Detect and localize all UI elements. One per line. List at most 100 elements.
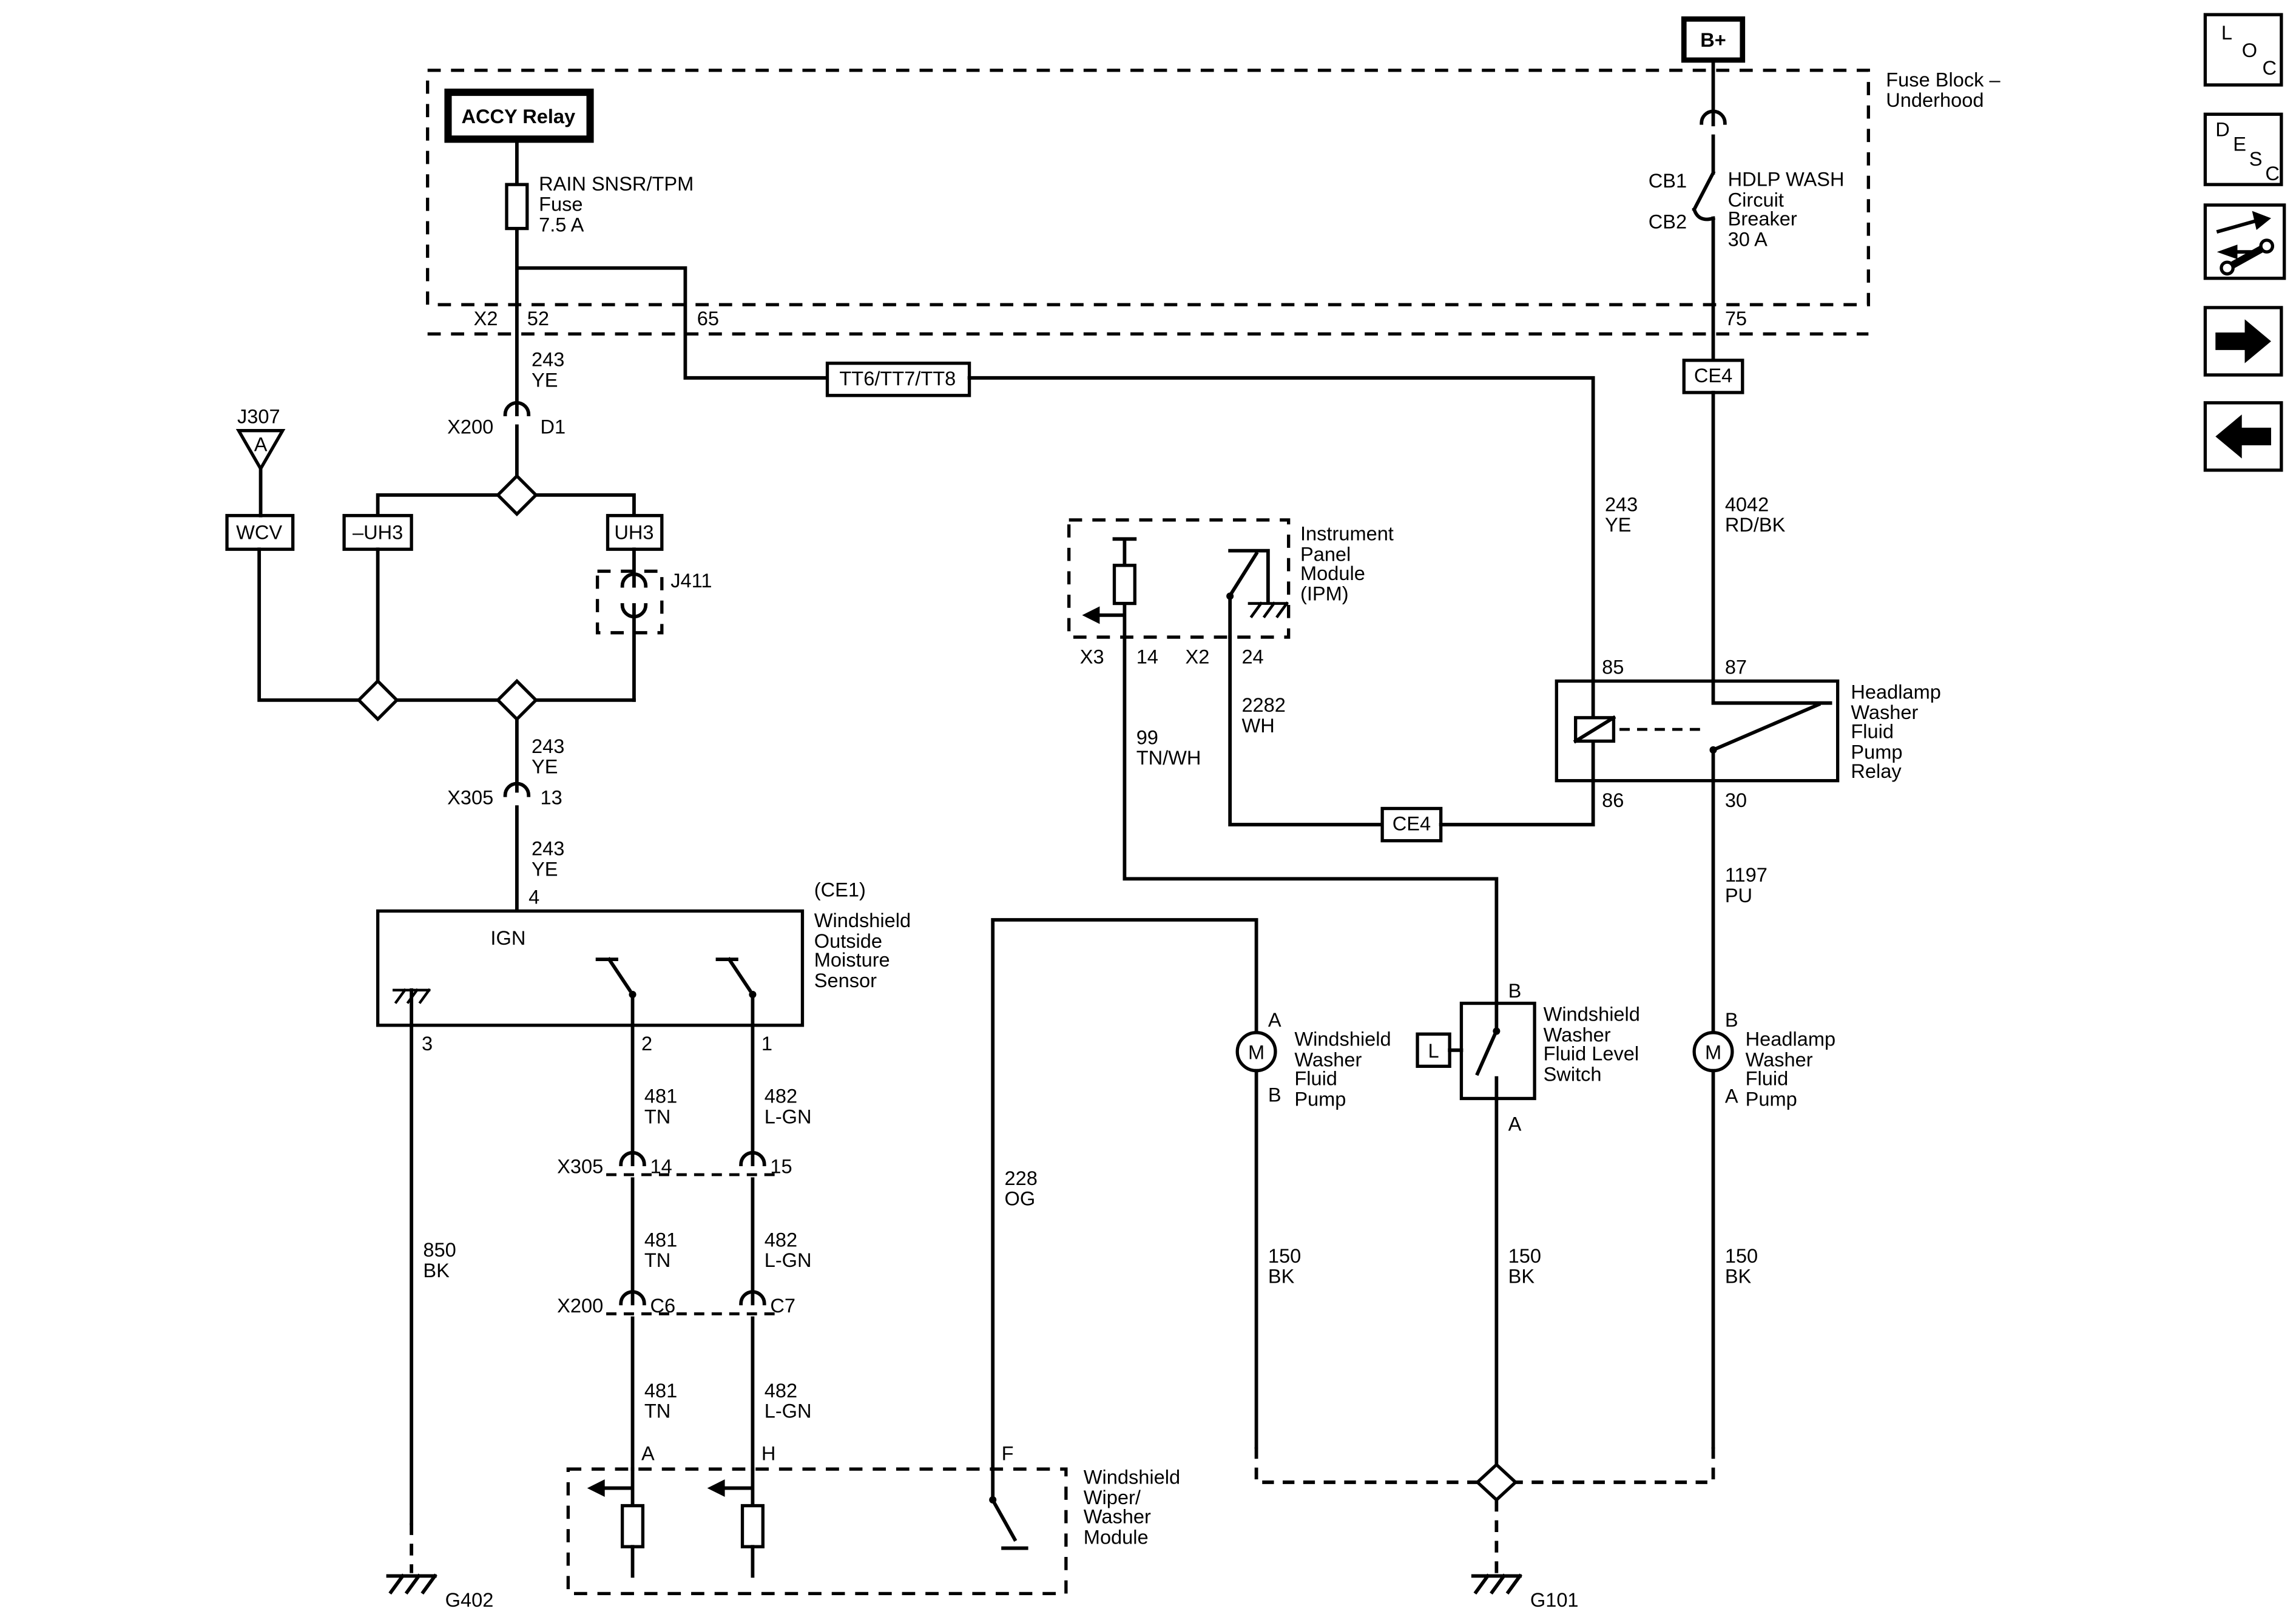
pin-87: 87 bbox=[1725, 656, 1747, 678]
pin-30: 30 bbox=[1725, 789, 1747, 811]
pin-a: A bbox=[641, 1443, 655, 1465]
sidebar-nav: L O C D E S C bbox=[2203, 13, 2286, 472]
level-switch-label: Fluid Level bbox=[1544, 1043, 1639, 1065]
washer-pump-label: Washer bbox=[1294, 1048, 1362, 1070]
pin-14: 14 bbox=[650, 1156, 672, 1178]
wire-228-og: 228 OG bbox=[991, 918, 1258, 1471]
connector-x200-d1-symbol bbox=[503, 401, 531, 417]
wire-label: TN bbox=[644, 1249, 670, 1271]
rain-fuse-label: RAIN SNSR/TPM bbox=[539, 173, 694, 195]
splice-diamond bbox=[1475, 1462, 1518, 1502]
wire-99-tnwh bbox=[1123, 635, 1499, 1005]
branch-wires bbox=[376, 493, 636, 518]
ipm-label: Module bbox=[1300, 562, 1365, 584]
wiper-module-label: Module bbox=[1084, 1526, 1149, 1548]
next-button[interactable] bbox=[2203, 306, 2283, 377]
desc-letter: C bbox=[2265, 163, 2280, 184]
relay-label: Relay bbox=[1851, 760, 1902, 782]
motor-m: M bbox=[1248, 1041, 1264, 1063]
wire-label: 243 bbox=[532, 348, 564, 370]
wire-label: 481 bbox=[644, 1380, 677, 1402]
headlamp-pump-label: Pump bbox=[1746, 1089, 1797, 1110]
splice-diamond bbox=[356, 678, 399, 722]
motor-m: M bbox=[1705, 1041, 1721, 1063]
level-switch-symbol bbox=[1475, 1001, 1501, 1101]
breaker-label: HDLP WASH bbox=[1728, 169, 1845, 191]
ce4-top-label: CE4 bbox=[1694, 365, 1732, 387]
back-button[interactable] bbox=[2203, 401, 2283, 472]
moisture-sensor-box bbox=[376, 909, 805, 1027]
connector-x3-label: X3 bbox=[1080, 646, 1104, 668]
wire-label: 243 bbox=[532, 735, 564, 757]
connector-x200-row-symbol bbox=[619, 1290, 766, 1306]
loc-letter: C bbox=[2262, 57, 2277, 79]
connector-x2-label: X2 bbox=[1186, 646, 1210, 668]
ign-label: IGN bbox=[490, 927, 525, 949]
headlamp-pump-label: Fluid bbox=[1746, 1068, 1789, 1090]
pin-52: 52 bbox=[527, 308, 549, 329]
wiper-washer-module: Windshield Wiper/ Washer Module bbox=[566, 1466, 1180, 1596]
ipm-switch-symbol bbox=[1226, 549, 1287, 639]
accy-relay-box bbox=[444, 89, 594, 143]
ipm-label: Panel bbox=[1300, 544, 1351, 565]
pin-3: 3 bbox=[422, 1033, 433, 1055]
connector-x305-label: X305 bbox=[447, 786, 493, 808]
pin-2: 2 bbox=[641, 1033, 652, 1055]
breaker-label: Circuit bbox=[1728, 189, 1784, 211]
branch-wires bbox=[257, 547, 636, 702]
headlamp-washer-pump: M B A Headlamp Washer Fluid Pump 150 BK bbox=[1515, 1009, 1835, 1484]
rain-snsr-fuse-symbol bbox=[505, 137, 529, 417]
pin-24: 24 bbox=[1241, 646, 1263, 668]
internal-ground-symbol bbox=[394, 988, 429, 1027]
wiper-module-label: Wiper/ bbox=[1084, 1487, 1141, 1508]
desc-button[interactable]: D E S C bbox=[2203, 112, 2283, 186]
breaker-label: Breaker bbox=[1728, 208, 1797, 230]
wire-label: 2282 bbox=[1241, 694, 1285, 716]
level-switch-label: Windshield bbox=[1544, 1004, 1640, 1025]
pin-1: 1 bbox=[761, 1033, 772, 1055]
connector-x200-label: X200 bbox=[557, 1295, 603, 1317]
ground-symbol-g402 bbox=[388, 1576, 435, 1592]
wire-150-bk-dashed bbox=[1515, 1447, 1715, 1484]
cb2-label: CB2 bbox=[1649, 211, 1687, 233]
wire-2282-wh bbox=[1228, 635, 1385, 826]
j411-label: J411 bbox=[670, 570, 712, 592]
ce1-label: (CE1) bbox=[814, 879, 866, 900]
wire-label: 4042 bbox=[1725, 493, 1769, 515]
moisture-sensor-label: Windshield bbox=[814, 910, 911, 931]
pin-65: 65 bbox=[697, 308, 719, 329]
wire-label: YE bbox=[532, 859, 558, 880]
wiper-module-label: Washer bbox=[1084, 1506, 1151, 1528]
internal-switch-symbol bbox=[715, 957, 757, 1027]
tt-label: TT6/TT7/TT8 bbox=[839, 368, 956, 390]
connector-x305-13-symbol bbox=[503, 781, 531, 797]
wire-2282-wh bbox=[1439, 778, 1595, 826]
accy-relay-label: ACCY Relay bbox=[461, 106, 575, 127]
pin-c6: C6 bbox=[650, 1295, 675, 1317]
pin-a: A bbox=[1268, 1009, 1281, 1031]
desc-letter: S bbox=[2249, 148, 2263, 170]
pin-c7: C7 bbox=[770, 1295, 795, 1317]
washer-fluid-level-switch: L B A Windshield Washer Fluid Level Swit… bbox=[1416, 980, 1640, 1467]
sensor-signal-wires: 481 TN 482 L-GN X305 14 15 481 TN 482 L-… bbox=[557, 1023, 1014, 1471]
j307-pin: A bbox=[254, 433, 268, 455]
wire-label: 228 bbox=[1005, 1167, 1038, 1189]
pin-b: B bbox=[1725, 1009, 1738, 1031]
wire-label: 1197 bbox=[1725, 864, 1768, 886]
wire-label: WH bbox=[1241, 715, 1274, 737]
level-switch-label: Switch bbox=[1544, 1063, 1602, 1085]
uh3-box bbox=[606, 514, 664, 551]
pin-a: A bbox=[1508, 1113, 1522, 1135]
relay-label: Washer bbox=[1851, 701, 1918, 723]
wrench-arrows-icon bbox=[2216, 211, 2275, 276]
repair-instructions-button[interactable] bbox=[2203, 203, 2286, 280]
loc-button[interactable]: L O C bbox=[2203, 13, 2283, 87]
j411-connector-symbol bbox=[620, 547, 648, 702]
wire-label: 150 bbox=[1268, 1245, 1301, 1267]
wire-243-ye-right bbox=[967, 376, 1595, 683]
pin-d1: D1 bbox=[540, 416, 566, 438]
pin-14: 14 bbox=[1136, 646, 1158, 668]
float-l: L bbox=[1428, 1040, 1439, 1062]
wire-label: PU bbox=[1725, 885, 1752, 906]
